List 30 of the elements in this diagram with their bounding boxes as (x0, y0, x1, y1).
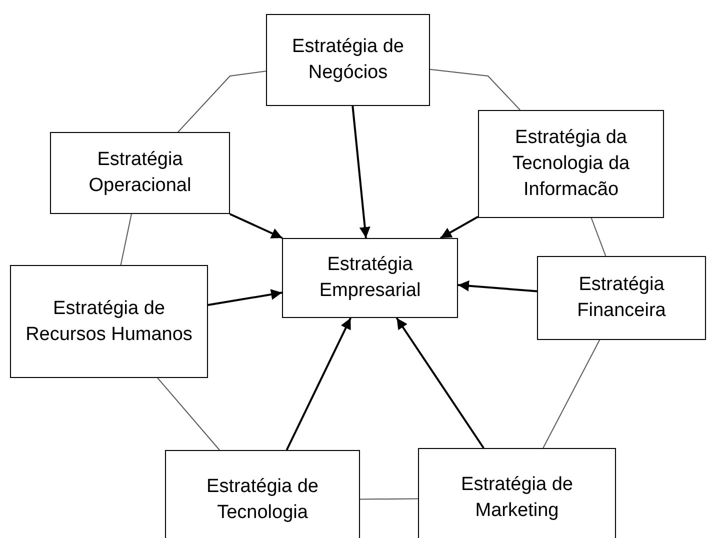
connector-line (120, 214, 132, 266)
arrow (352, 106, 370, 238)
box-label: Estratégia de Tecnologia (206, 475, 320, 525)
connector-line (360, 498, 418, 500)
arrow (458, 280, 538, 292)
box-label: Estratégia Financeira (576, 273, 667, 323)
arrow (229, 213, 283, 239)
box-label: Estratégia da Tecnologia da Informacão (511, 126, 631, 202)
connector-line (178, 70, 266, 132)
box-label: Estratégia de Recursos Humanos (24, 296, 194, 346)
strategy-box (478, 110, 664, 218)
connector-line (590, 218, 606, 256)
strategy-box (266, 14, 430, 106)
box-label: Estratégia de Negócios (291, 35, 405, 85)
strategy-box (50, 132, 230, 214)
arrow (208, 289, 282, 306)
connector-line (430, 68, 521, 110)
strategy-box (418, 448, 616, 538)
box-label: Estratégia Operacional (88, 148, 192, 198)
connector-line (542, 340, 600, 448)
strategy-box (282, 238, 458, 318)
box-label: Estratégia de Marketing (460, 473, 574, 523)
connector-line (157, 378, 220, 450)
arrow (286, 318, 352, 450)
arrow (396, 317, 484, 449)
box-label: Estratégia Empresarial (318, 253, 422, 303)
strategy-box (537, 256, 706, 340)
strategy-box (10, 265, 208, 378)
arrow (440, 216, 478, 239)
strategy-box (165, 450, 360, 538)
